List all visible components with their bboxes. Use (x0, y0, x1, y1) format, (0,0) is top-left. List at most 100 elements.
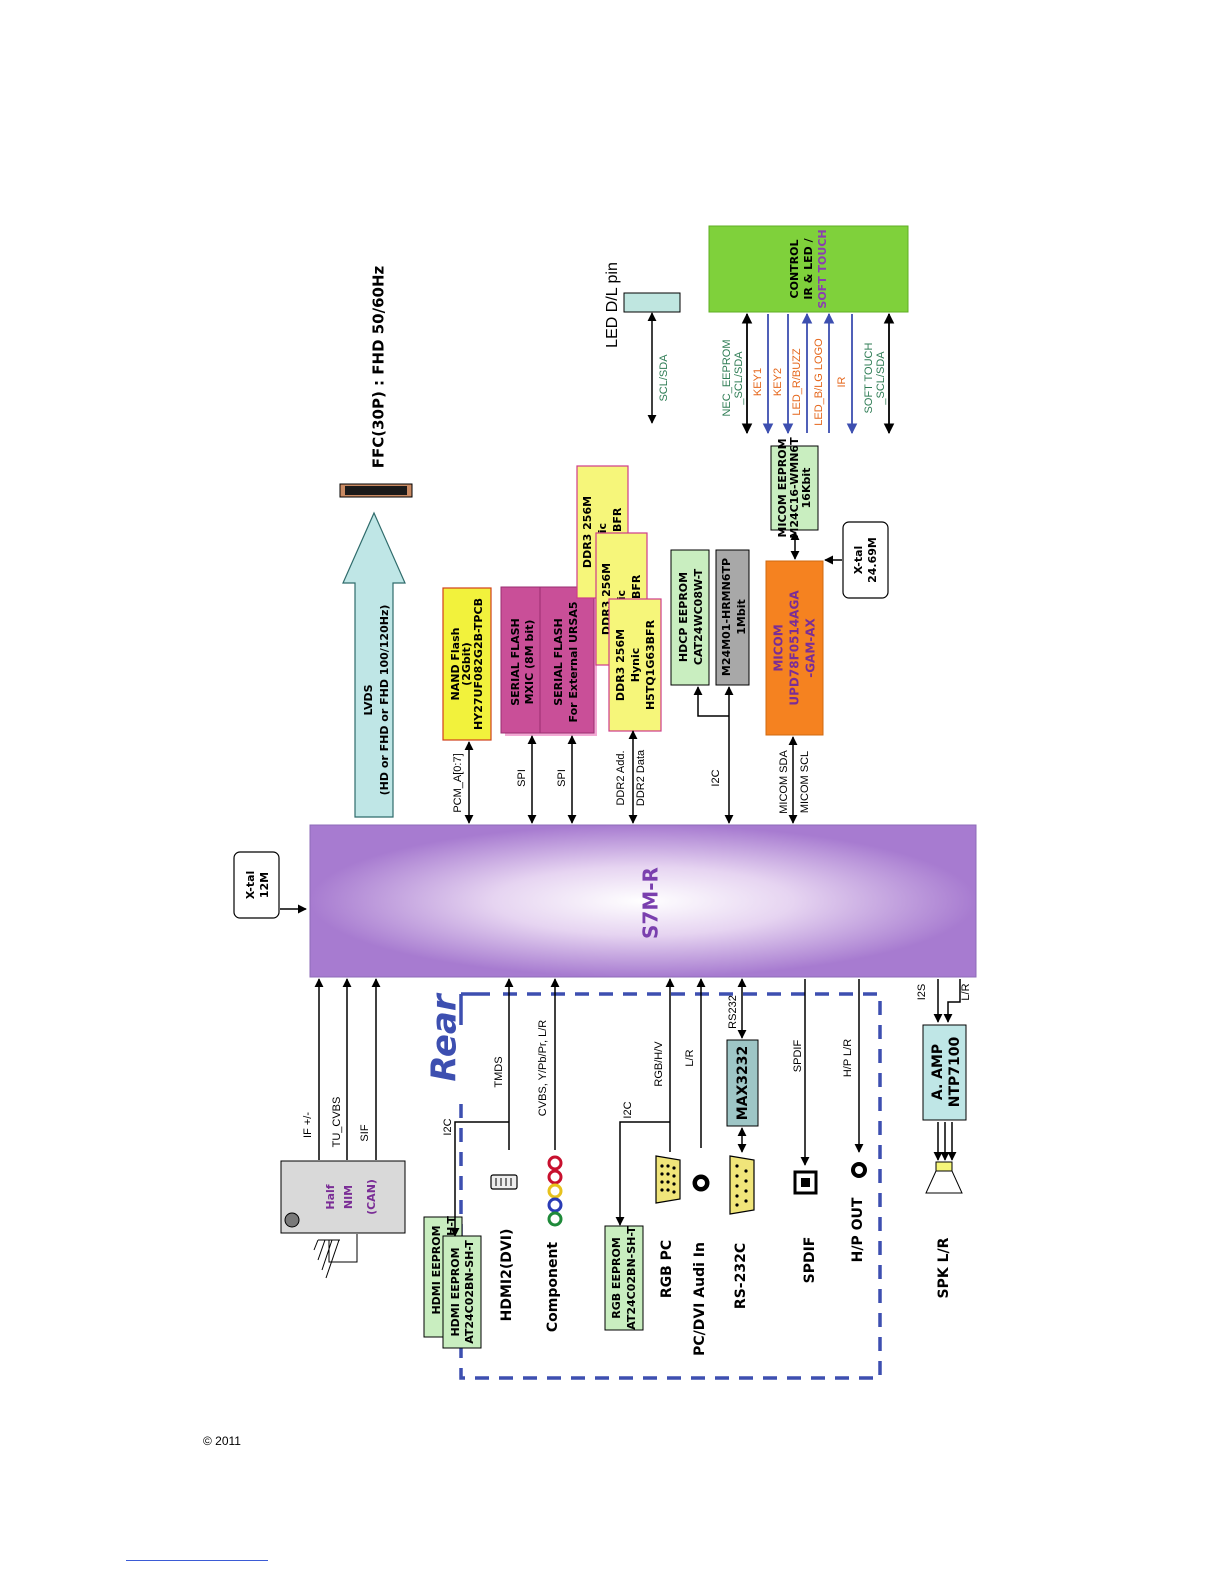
svg-text:Hynic: Hynic (629, 648, 642, 683)
svg-text:DDR3 256M: DDR3 256M (581, 496, 594, 568)
svg-text:HDCP EEPROM: HDCP EEPROM (677, 572, 690, 662)
footer-rule (126, 1560, 268, 1561)
svg-text:H-T: H-T (445, 1216, 458, 1236)
svg-text:MICOM SDA: MICOM SDA (778, 750, 790, 814)
svg-text:DDR2 Add.: DDR2 Add. (615, 750, 627, 805)
svg-text:HDMI EEPROM: HDMI EEPROM (430, 1225, 443, 1314)
nand-flash: NAND Flash (2Gbit) HY27UF082G2B-TPCB PCM… (442, 587, 492, 824)
svg-text:SERIAL FLASH: SERIAL FLASH (552, 618, 565, 706)
svg-text:I2C: I2C (442, 1118, 454, 1135)
control-signal-label: KEY1 (752, 368, 764, 396)
svg-text:UPD78F0514AGA: UPD78F0514AGA (788, 590, 802, 706)
component-input: CVBS, Y/Pb/Pr, L/R Component (537, 978, 563, 1332)
control-signal-label: LED_B/LG LOGO (813, 338, 825, 426)
svg-text:LED D/L pin: LED D/L pin (604, 262, 621, 348)
control-signal-label: KEY2 (772, 368, 784, 396)
svg-text:Half: Half (324, 1184, 337, 1209)
svg-text:RS232: RS232 (727, 995, 739, 1029)
svg-text:For External URSA5: For External URSA5 (567, 602, 580, 723)
svg-text:X-tal: X-tal (852, 546, 865, 575)
ffc-label: FFC(30P) : FHD 50/60Hz (370, 265, 388, 468)
micom-eeprom: MICOM EEPROM M24C16-WMN6T 16Kbit (770, 437, 819, 560)
svg-text:SERIAL FLASH: SERIAL FLASH (509, 618, 522, 706)
svg-text:CAT24WC08W-T: CAT24WC08W-T (692, 568, 705, 665)
svg-text:CONTROL: CONTROL (788, 240, 801, 299)
svg-text:NIM: NIM (342, 1185, 355, 1209)
vga-port-icon (655, 1155, 681, 1204)
svg-text:SPI: SPI (516, 769, 528, 787)
svg-text:24.69M: 24.69M (866, 537, 879, 583)
svg-text:NAND Flash: NAND Flash (449, 628, 462, 701)
svg-text:M24M01-HRMN6TP: M24M01-HRMN6TP (720, 558, 733, 676)
control-signal-label: LED_R/BUZZ (791, 348, 803, 416)
svg-text:RS-232C: RS-232C (733, 1243, 749, 1309)
svg-text:HY27UF082G2B-TPCB: HY27UF082G2B-TPCB (472, 598, 485, 730)
control-signal-label: SOFT TOUCH (863, 342, 875, 413)
svg-text:DDR3 256M: DDR3 256M (614, 629, 627, 701)
svg-text:I2C: I2C (710, 769, 722, 786)
svg-text:I2S: I2S (916, 984, 928, 1001)
rca-red-icon (547, 1169, 563, 1185)
svg-text:DDR2 Data: DDR2 Data (635, 749, 647, 806)
svg-text:RGB/H/V: RGB/H/V (653, 1041, 665, 1087)
control-signal-label: _SCL/SDA (875, 351, 887, 406)
svg-text:HDMI EEPROM: HDMI EEPROM (449, 1247, 462, 1336)
svg-text:SPDIF: SPDIF (802, 1237, 818, 1284)
svg-text:SOFT TOUCH: SOFT TOUCH (816, 229, 829, 308)
svg-text:M24C16-WMN6T: M24C16-WMN6T (788, 437, 801, 539)
rca-blue-icon (547, 1197, 563, 1213)
svg-text:MICOM EEPROM: MICOM EEPROM (776, 438, 789, 537)
svg-text:IR & LED /: IR & LED / (802, 237, 815, 299)
xtal-main: X-tal 12M (233, 851, 307, 919)
svg-text:HDMI2(DVI): HDMI2(DVI) (499, 1229, 515, 1322)
svg-text:MXIC (8M bit): MXIC (8M bit) (523, 620, 536, 705)
svg-text:SPDIF: SPDIF (792, 1040, 804, 1073)
rca-green-icon (547, 1211, 563, 1227)
svg-text:(CAN): (CAN) (365, 1179, 378, 1215)
control-signals: NEC_EEPROM _SCL/SDA KEY1 KEY2 LED_R/BUZZ LED_… (721, 312, 895, 435)
xtal-micom: X-tal 24.69M (824, 521, 889, 599)
svg-text:16Kbit: 16Kbit (800, 468, 813, 509)
micom: MICOM UPD78F0514AGA -GAM-AX MICOM SDA MI… (765, 560, 824, 824)
svg-text:L/R: L/R (960, 983, 972, 1000)
spdif-output: SPDIF SPDIF (792, 979, 818, 1283)
tuner-half-nim: Half NIM (CAN) IF +/- TU_CVBS SIF (280, 978, 406, 1279)
rs232-input: MAX3232 RS232 RS-232C (726, 978, 759, 1309)
svg-text:H/P L/R: H/P L/R (842, 1039, 854, 1077)
rear-label: Rear (425, 992, 465, 1081)
hdmi-port-icon (490, 1174, 518, 1190)
control-signal-label: IR (836, 376, 848, 387)
svg-text:PC/DVI Audi In: PC/DVI Audi In (692, 1242, 708, 1356)
svg-text:SIF: SIF (359, 1124, 371, 1141)
svg-text:RGB PC: RGB PC (659, 1240, 675, 1298)
svg-text:A. AMP: A. AMP (930, 1044, 946, 1100)
control-signal-label: NEC_EEPROM (721, 339, 733, 416)
svg-text:L/R: L/R (684, 1049, 696, 1066)
svg-text:CVBS, Y/Pb/Pr, L/R: CVBS, Y/Pb/Pr, L/R (537, 1020, 549, 1116)
serial-port-icon (729, 1155, 755, 1215)
lvds-arrow: LVDS (HD or FHD or FHD 100/120Hz) (342, 511, 406, 818)
svg-text:H5TQ1G63BFR: H5TQ1G63BFR (644, 619, 657, 710)
svg-text:H/P OUT: H/P OUT (850, 1197, 866, 1262)
serial-flash-2: SERIAL FLASH For External URSA5 SPI (539, 586, 597, 824)
rca-white-icon (547, 1183, 563, 1199)
svg-text:TU_CVBS: TU_CVBS (331, 1097, 343, 1148)
svg-text:RGB EEPROM: RGB EEPROM (610, 1237, 623, 1319)
m24-eeprom: M24M01-HRMN6TP 1Mbit I2C (693, 549, 750, 824)
audio-amp: I2S L/R A. AMP NTP7100 (916, 979, 972, 1161)
svg-text:MICOM: MICOM (772, 624, 786, 671)
rca-red-icon (547, 1155, 563, 1171)
svg-text:X-tal: X-tal (244, 871, 257, 900)
rgb-pc-input: RGB EEPROM AT24C02BN-SH-T I2C RGB/H/V RG… (604, 978, 681, 1331)
svg-text:12M: 12M (258, 872, 271, 898)
svg-text:SPI: SPI (556, 769, 568, 787)
copyright: © 2011 (203, 1434, 241, 1448)
svg-text:I2C: I2C (622, 1101, 634, 1118)
speaker: SPK L/R (925, 1161, 963, 1298)
svg-text:1Mbit: 1Mbit (735, 599, 748, 635)
svg-text:TMDS: TMDS (493, 1056, 505, 1087)
soc-name: S7M-R (639, 867, 663, 939)
speaker-icon (935, 1161, 953, 1172)
lvds-line1: LVDS (362, 684, 375, 715)
